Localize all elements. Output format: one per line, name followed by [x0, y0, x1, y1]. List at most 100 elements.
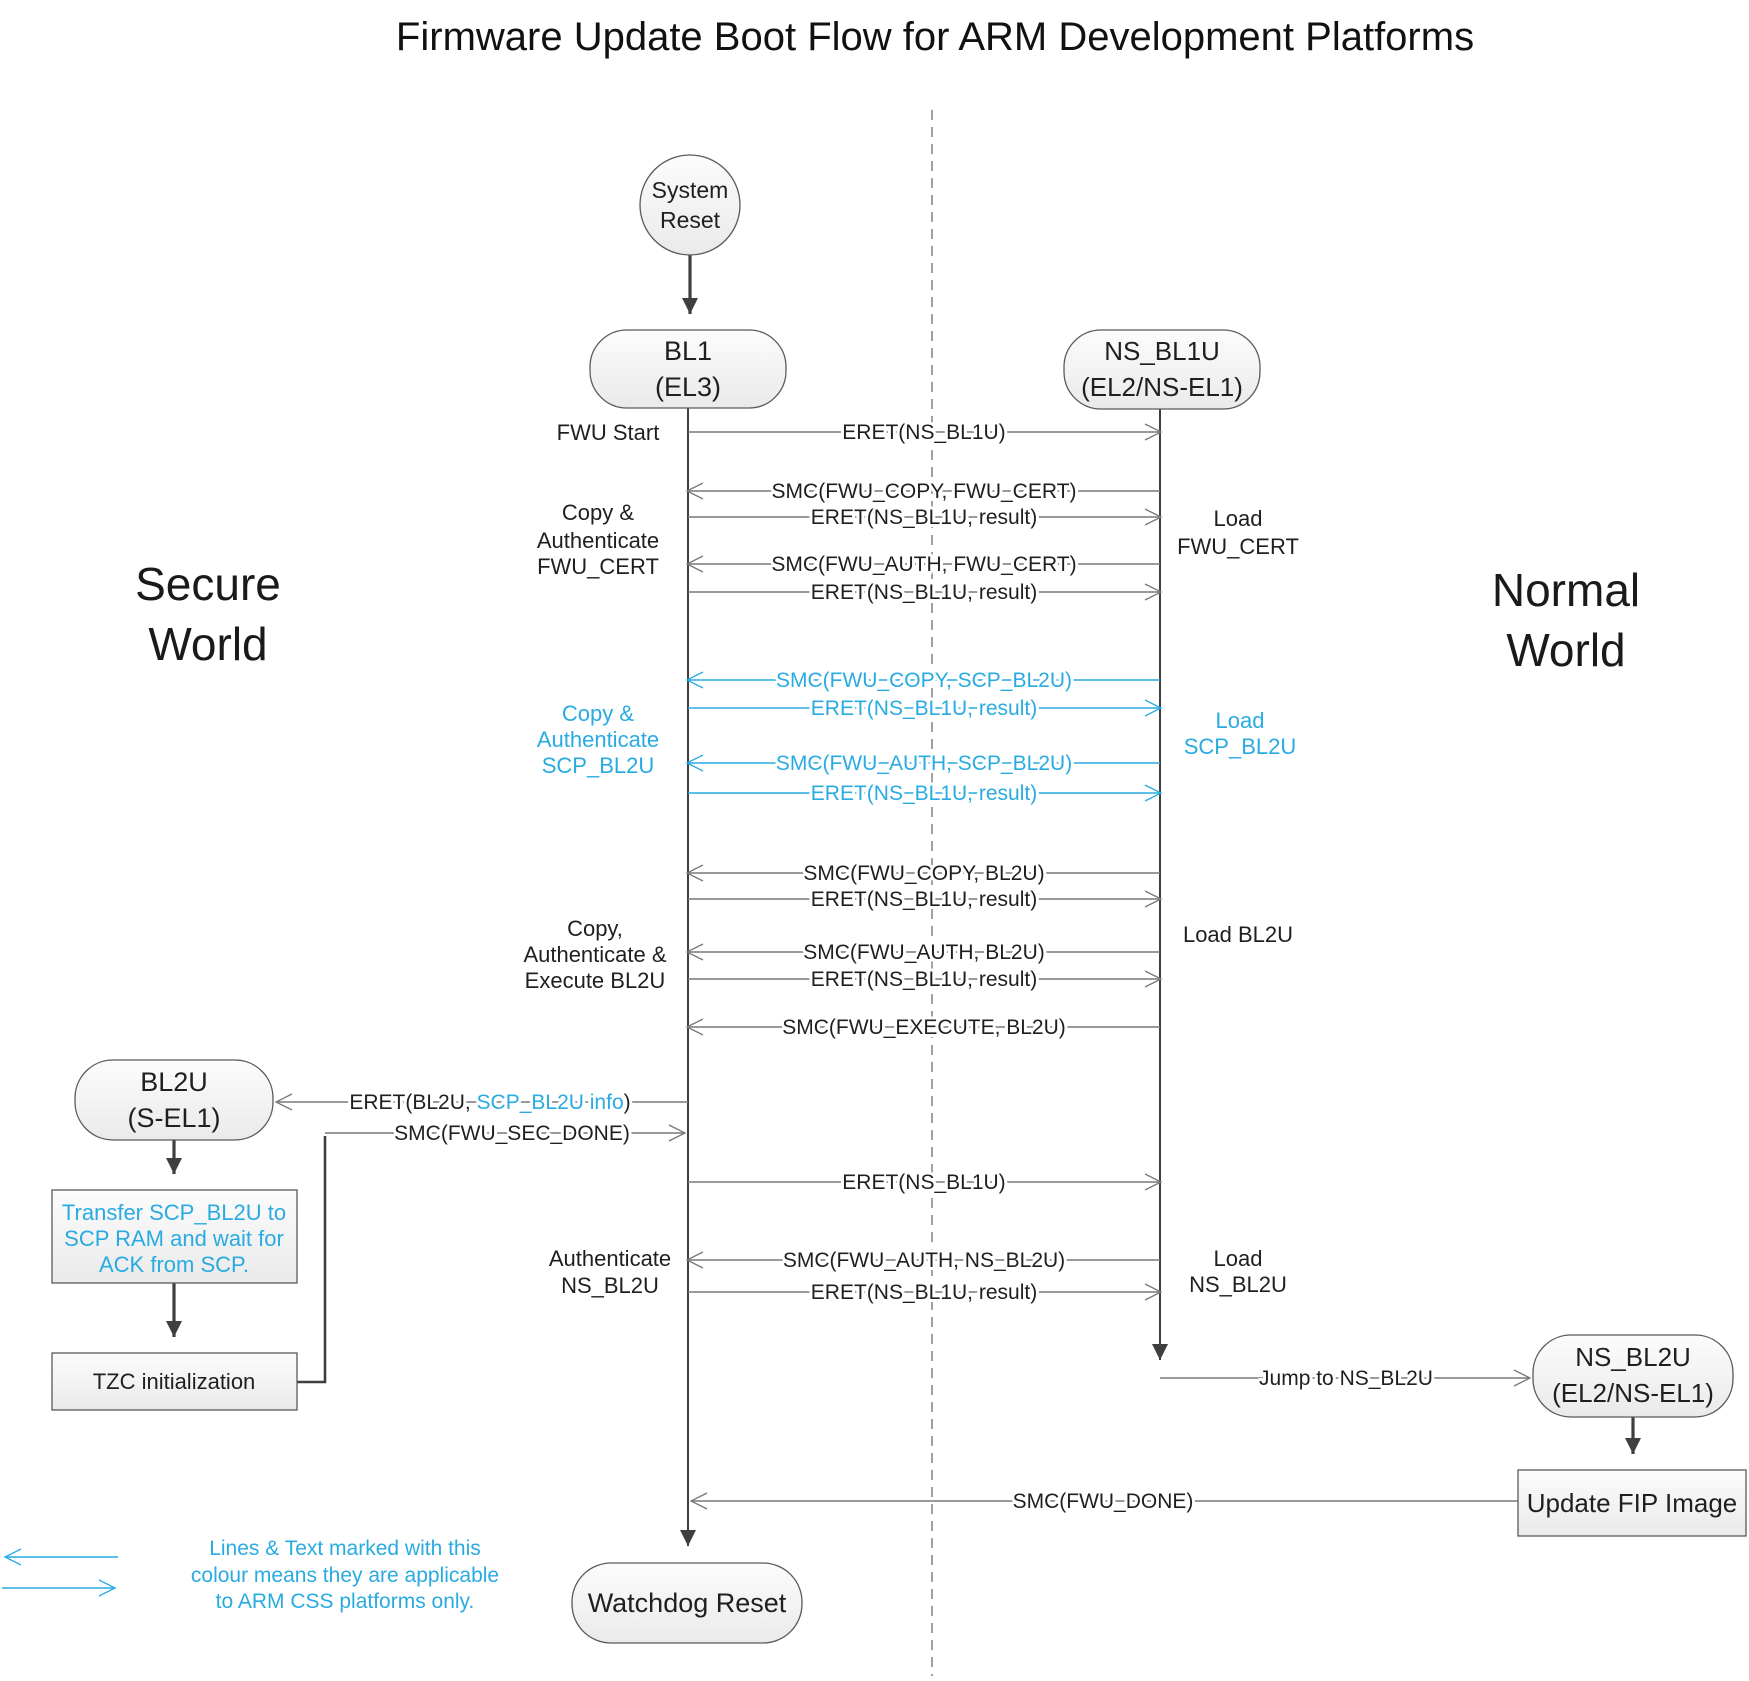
normal-world-line1: Normal: [1492, 564, 1640, 616]
svg-text:NS_BL2U: NS_BL2U: [1189, 1272, 1287, 1297]
svg-text:(EL2/NS-EL1): (EL2/NS-EL1): [1552, 1378, 1714, 1408]
msg-smc-fwu-copy-fwu-cert: SMC(FWU_COPY, FWU_CERT): [685, 477, 1160, 506]
svg-text:Authenticate &: Authenticate &: [523, 942, 666, 967]
svg-text:FWU_CERT: FWU_CERT: [537, 554, 659, 579]
svg-text:NS_BL2U: NS_BL2U: [1575, 1342, 1691, 1372]
svg-text:TZC initialization: TZC initialization: [93, 1369, 256, 1394]
node-system-reset: System Reset: [639, 154, 741, 256]
label-part-arm-css: SCP_BL2U info: [477, 1091, 624, 1114]
secure-world-label: Secure World: [135, 558, 281, 670]
svg-text:Load: Load: [1214, 506, 1263, 531]
svg-text:ACK from SCP.: ACK from SCP.: [99, 1252, 249, 1277]
svg-text:Transfer SCP_BL2U to: Transfer SCP_BL2U to: [62, 1200, 286, 1225]
svg-text:System: System: [652, 177, 729, 203]
message-label: SMC(FWU_EXECUTE, BL2U): [782, 1016, 1066, 1039]
msg-eret-result-7: ERET(NS_BL1U, result): [688, 1278, 1163, 1307]
step-label-copy-auth-scp-bl2u: Copy & Authenticate SCP_BL2U: [537, 701, 659, 778]
node-tzc-initialization: TZC initialization: [51, 1352, 298, 1411]
node-update-fip-image: Update FIP Image: [1517, 1469, 1747, 1537]
msg-smc-fwu-copy-scp-bl2u: SMC(FWU_COPY, SCP_BL2U): [685, 666, 1160, 695]
msg-smc-fwu-sec-done: SMC(FWU_SEC_DONE): [325, 1119, 687, 1148]
msg-eret-result-1: ERET(NS_BL1U, result): [688, 503, 1163, 532]
node-watchdog-reset: Watchdog Reset: [571, 1562, 803, 1644]
msg-eret-ns-bl1u-2: ERET(NS_BL1U): [688, 1168, 1163, 1197]
label-part-black: ): [624, 1091, 631, 1114]
svg-text:BL2U: BL2U: [140, 1067, 208, 1097]
message-label: SMC(FWU_COPY, FWU_CERT): [772, 480, 1077, 503]
msg-eret-ns-bl1u-start: ERET(NS_BL1U): [688, 418, 1163, 447]
msg-eret-result-4: ERET(NS_BL1U, result): [688, 779, 1163, 808]
svg-text:(EL3): (EL3): [655, 372, 721, 402]
message-label: ERET(NS_BL1U, result): [811, 888, 1037, 911]
svg-text:Load: Load: [1216, 708, 1265, 733]
step-label-copy-auth-exec-bl2u: Copy, Authenticate & Execute BL2U: [523, 916, 666, 993]
legend-text-line2: colour means they are applicable: [191, 1564, 499, 1587]
message-label: ERET(NS_BL1U, result): [811, 968, 1037, 991]
svg-text:Authenticate: Authenticate: [549, 1246, 671, 1271]
msg-eret-result-5: ERET(NS_BL1U, result): [688, 885, 1163, 914]
node-transfer-scp-bl2u: Transfer SCP_BL2U to SCP RAM and wait fo…: [51, 1189, 298, 1284]
svg-text:Copy,: Copy,: [567, 916, 623, 941]
svg-text:NS_BL2U: NS_BL2U: [561, 1273, 659, 1298]
svg-text:(EL2/NS-EL1): (EL2/NS-EL1): [1081, 372, 1243, 402]
message-label: Jump to NS_BL2U: [1259, 1367, 1433, 1390]
svg-text:(S-EL1): (S-EL1): [127, 1103, 220, 1133]
svg-text:NS_BL1U: NS_BL1U: [1104, 336, 1220, 366]
node-ns-bl1u: NS_BL1U (EL2/NS-EL1): [1063, 329, 1261, 410]
step-label-load-bl2u: Load BL2U: [1183, 922, 1293, 947]
legend-text-line1: Lines & Text marked with this: [209, 1537, 481, 1560]
msg-eret-result-6: ERET(NS_BL1U, result): [688, 965, 1163, 994]
svg-text:Authenticate: Authenticate: [537, 727, 659, 752]
msg-eret-bl2u-scp-info: ERET(BL2U, SCP_BL2U info): [274, 1088, 688, 1117]
msg-smc-fwu-auth-ns-bl2u: SMC(FWU_AUTH, NS_BL2U): [685, 1246, 1160, 1275]
legend-text-line3: to ARM CSS platforms only.: [216, 1590, 475, 1613]
tzc-to-smc-sec-done-connector: [297, 1136, 327, 1384]
page-title: Firmware Update Boot Flow for ARM Develo…: [396, 15, 1474, 59]
msg-smc-fwu-auth-scp-bl2u: SMC(FWU_AUTH, SCP_BL2U): [685, 749, 1160, 778]
msg-eret-result-2: ERET(NS_BL1U, result): [688, 578, 1163, 607]
step-label-copy-auth-fwu-cert: Copy & Authenticate FWU_CERT: [537, 500, 659, 579]
msg-smc-fwu-auth-bl2u: SMC(FWU_AUTH, BL2U): [685, 938, 1160, 967]
node-ns-bl2u: NS_BL2U (EL2/NS-EL1): [1532, 1334, 1734, 1418]
message-label: ERET(NS_BL1U, result): [811, 506, 1037, 529]
message-label: SMC(FWU_COPY, SCP_BL2U): [776, 669, 1072, 692]
message-label: ERET(NS_BL1U, result): [811, 581, 1037, 604]
msg-smc-fwu-copy-bl2u: SMC(FWU_COPY, BL2U): [685, 859, 1160, 888]
message-label: ERET(BL2U, SCP_BL2U info): [349, 1091, 630, 1114]
message-label: SMC(FWU_COPY, BL2U): [803, 862, 1044, 885]
msg-smc-fwu-done: SMC(FWU_DONE): [689, 1487, 1518, 1516]
normal-world-line2: World: [1506, 624, 1625, 676]
message-label: SMC(FWU_DONE): [1013, 1490, 1194, 1513]
svg-text:Reset: Reset: [660, 207, 721, 233]
svg-text:FWU_CERT: FWU_CERT: [1177, 534, 1299, 559]
svg-text:Copy &: Copy &: [562, 701, 634, 726]
svg-text:Load: Load: [1214, 1246, 1263, 1271]
svg-text:SCP RAM and wait for: SCP RAM and wait for: [64, 1226, 284, 1251]
message-label: ERET(NS_BL1U, result): [811, 697, 1037, 720]
svg-text:Authenticate: Authenticate: [537, 528, 659, 553]
message-label: SMC(FWU_AUTH, NS_BL2U): [783, 1249, 1065, 1272]
normal-world-label: Normal World: [1492, 564, 1640, 676]
step-label-load-ns-bl2u: Load NS_BL2U: [1189, 1246, 1287, 1297]
message-label: SMC(FWU_AUTH, BL2U): [803, 941, 1045, 964]
message-label: SMC(FWU_AUTH, SCP_BL2U): [776, 752, 1072, 775]
svg-text:Copy &: Copy &: [562, 500, 634, 525]
step-label-load-fwu-cert: Load FWU_CERT: [1177, 506, 1299, 559]
node-bl1: BL1 (EL3): [589, 329, 787, 409]
message-label: ERET(NS_BL1U): [842, 421, 1005, 444]
secure-world-line1: Secure: [135, 558, 281, 610]
msg-smc-fwu-auth-fwu-cert: SMC(FWU_AUTH, FWU_CERT): [685, 550, 1160, 579]
svg-text:SCP_BL2U: SCP_BL2U: [1184, 734, 1297, 759]
message-label: ERET(NS_BL1U): [842, 1171, 1005, 1194]
message-label: ERET(NS_BL1U, result): [811, 782, 1037, 805]
message-label: SMC(FWU_SEC_DONE): [394, 1122, 630, 1145]
step-label-fwu-start: FWU Start: [557, 420, 660, 445]
svg-text:SCP_BL2U: SCP_BL2U: [542, 753, 655, 778]
svg-text:BL1: BL1: [664, 336, 712, 366]
svg-text:Update FIP Image: Update FIP Image: [1527, 1488, 1738, 1518]
node-bl2u: BL2U (S-EL1): [74, 1059, 274, 1141]
step-label-load-scp-bl2u: Load SCP_BL2U: [1184, 708, 1297, 759]
msg-jump-to-ns-bl2u: Jump to NS_BL2U: [1160, 1364, 1532, 1393]
